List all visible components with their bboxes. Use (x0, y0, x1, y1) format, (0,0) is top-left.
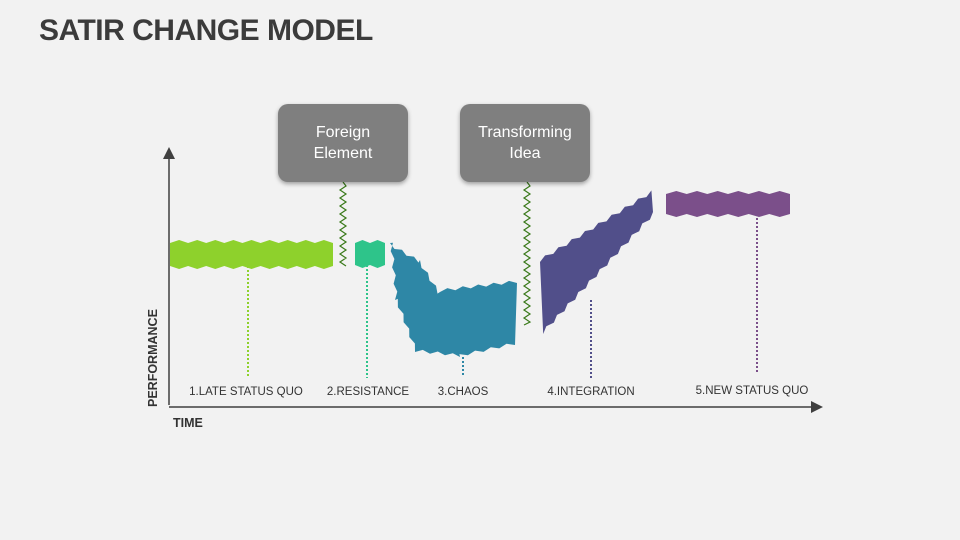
stage-shape-new-status-quo (666, 191, 790, 217)
stage-shape-late-status-quo (170, 240, 333, 269)
stage-label-chaos: 3.CHAOS (437, 386, 489, 398)
stage-label-late-status-quo: 1.LATE STATUS QUO (189, 386, 303, 398)
x-axis-title: TIME (173, 416, 203, 430)
stage-label-new-status-quo: 5.NEW STATUS QUO (695, 385, 809, 397)
stage-shape-chaos (390, 242, 517, 357)
stage-shape-resistance (355, 240, 385, 268)
transforming-idea-callout: Transforming Idea (460, 104, 590, 182)
foreign-element-callout: Foreign Element (278, 104, 408, 182)
stage-shape-integration (540, 190, 653, 334)
page-title: SATIR CHANGE MODEL (39, 14, 373, 47)
transforming-idea-connector (522, 181, 532, 326)
stage-label-resistance: 2.RESISTANCE (326, 386, 410, 398)
stage-label-integration: 4.INTEGRATION (547, 386, 635, 398)
y-axis-title: PERFORMANCE (146, 309, 160, 407)
foreign-element-connector (338, 181, 348, 267)
